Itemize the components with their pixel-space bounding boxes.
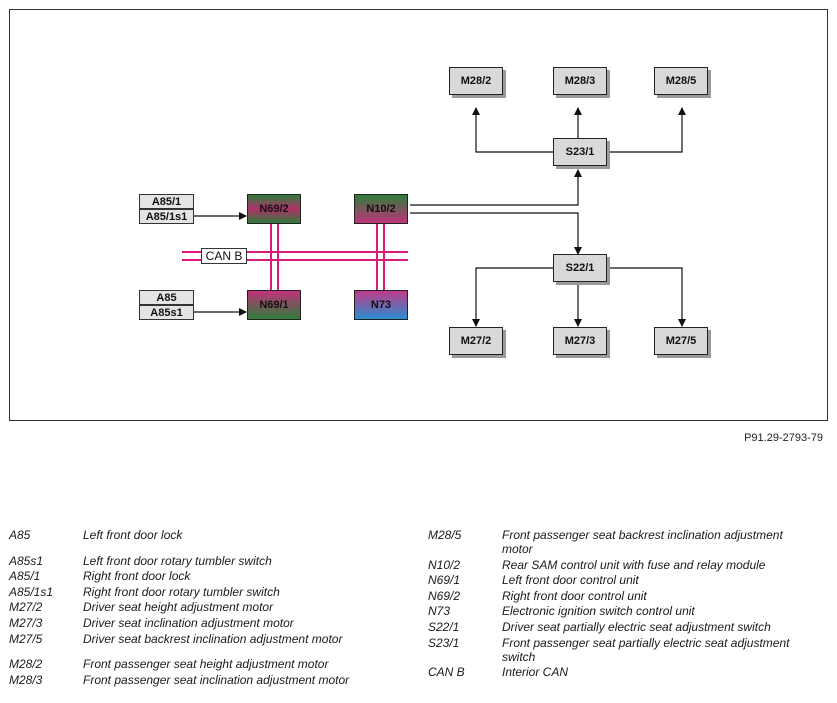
s23-1-to-m28-5-line: [605, 107, 686, 153]
s22-1-to-m27-2-line: [472, 267, 553, 327]
m28-5-box: M28/5: [654, 67, 708, 95]
m27-5-box: M27/5: [654, 327, 708, 355]
a85-1-label: A85/1: [139, 194, 194, 209]
figure-reference: P91.29-2793-79: [744, 432, 823, 444]
can-b-label: CAN B: [201, 248, 247, 264]
n73-module: N73: [354, 290, 408, 320]
n10-2-to-s22-1-line: [410, 212, 582, 255]
s22-1-box: S22/1: [553, 254, 607, 282]
n10-2-module: N10/2: [354, 194, 408, 224]
n69-1-module: N69/1: [247, 290, 301, 320]
a85-1s1-label: A85/1s1: [139, 209, 194, 224]
n10-2-to-s23-1-line: [410, 169, 582, 206]
m27-2-box: M27/2: [449, 327, 503, 355]
m28-2-box: M28/2: [449, 67, 503, 95]
wiring-diagram: M28/2 M28/3 M28/5 S23/1 S22/1 M27/2 M27/…: [9, 9, 828, 421]
n69-2-module: N69/2: [247, 194, 301, 224]
m27-3-box: M27/3: [553, 327, 607, 355]
s22-1-to-m27-5-line: [605, 267, 686, 327]
m28-3-box: M28/3: [553, 67, 607, 95]
a85-label: A85: [139, 290, 194, 305]
s23-1-box: S23/1: [553, 138, 607, 166]
a85s1-label: A85s1: [139, 305, 194, 320]
s23-1-to-m28-2-line: [472, 107, 553, 153]
